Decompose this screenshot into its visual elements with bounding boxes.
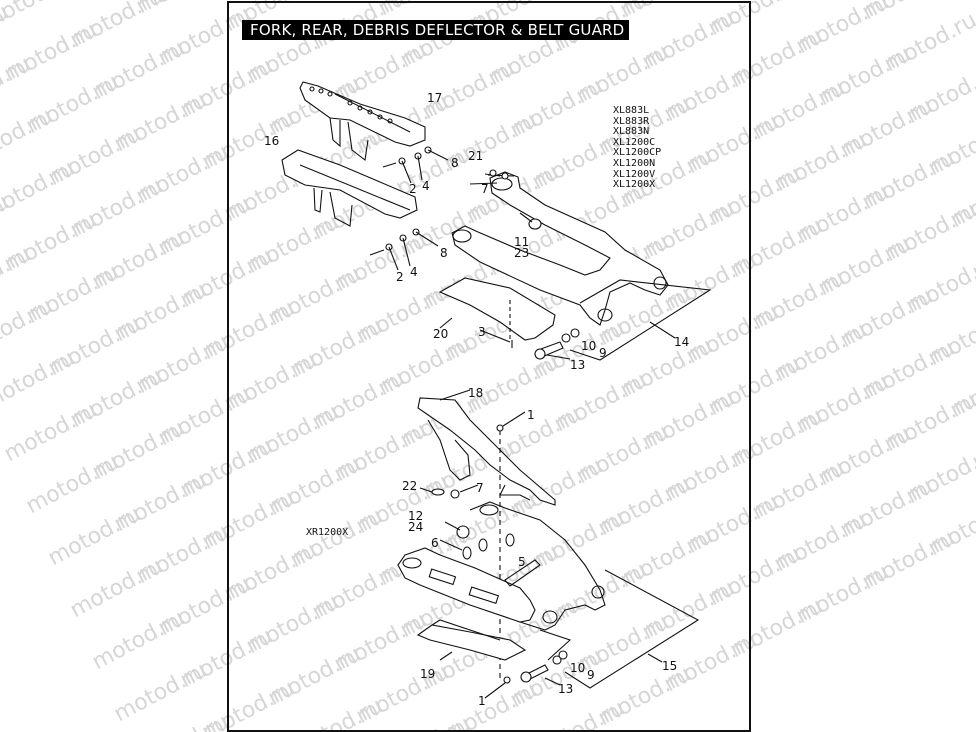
pivot-bolt-13 bbox=[534, 328, 580, 360]
callout-18: 18 bbox=[468, 386, 484, 400]
debris-deflector-20 bbox=[438, 277, 556, 348]
callout-14: 14 bbox=[674, 335, 690, 349]
callout-7: 7 bbox=[481, 182, 489, 196]
callout-20: 20 bbox=[433, 327, 449, 341]
lower-model-label: XR1200X bbox=[306, 527, 349, 538]
callout-9: 9 bbox=[587, 668, 595, 682]
callout-8: 8 bbox=[440, 246, 448, 260]
callout-21: 21 bbox=[468, 149, 484, 163]
belt-guard-16 bbox=[281, 149, 418, 227]
callout-16: 16 bbox=[264, 134, 280, 148]
upper-model-list: XL883L XL883R XL883N XL1200C XL1200CP XL… bbox=[613, 105, 662, 191]
model-item: XL1200C bbox=[613, 136, 656, 148]
callout-12: 12 bbox=[408, 509, 424, 523]
model-item: XL883L bbox=[613, 105, 650, 116]
callout-13: 13 bbox=[558, 682, 574, 696]
callout-8: 8 bbox=[451, 156, 459, 170]
callout-10: 10 bbox=[570, 661, 586, 675]
callout-23: 23 bbox=[514, 246, 530, 260]
model-item: XL1200X bbox=[613, 179, 656, 191]
model-item: XL883R bbox=[613, 115, 650, 127]
callout-4: 4 bbox=[410, 265, 418, 279]
callout-7: 7 bbox=[476, 481, 484, 495]
callout-22: 22 bbox=[402, 479, 418, 493]
callout-11: 11 bbox=[514, 235, 530, 249]
guard-fasteners-upper bbox=[369, 146, 449, 271]
callout-6: 6 bbox=[431, 536, 439, 550]
pivot-bolt-13-lower bbox=[520, 650, 568, 683]
callout-9: 9 bbox=[599, 346, 607, 360]
bracket-15 bbox=[539, 569, 700, 689]
model-item: XL1200N bbox=[613, 157, 656, 169]
model-item: XL1200V bbox=[613, 168, 656, 180]
callout-17: 17 bbox=[427, 91, 443, 105]
swingarm-15 bbox=[397, 501, 606, 631]
belt-guard-17 bbox=[299, 81, 426, 162]
model-item: XL1200CP bbox=[613, 147, 662, 159]
diagram-title: FORK, REAR, DEBRIS DEFLECTOR & BELT GUAR… bbox=[242, 20, 629, 40]
bracket-14 bbox=[569, 279, 712, 361]
callout-19: 19 bbox=[420, 667, 436, 681]
belt-guard-18 bbox=[417, 389, 556, 506]
callout-13: 13 bbox=[570, 358, 586, 372]
callout-15: 15 bbox=[662, 659, 678, 673]
callout-2: 2 bbox=[409, 182, 417, 196]
callout-10: 10 bbox=[581, 339, 597, 353]
callout-1: 1 bbox=[527, 408, 535, 422]
callout-24: 24 bbox=[408, 520, 424, 534]
diagram-frame bbox=[227, 1, 751, 732]
callout-4: 4 bbox=[422, 179, 430, 193]
callout-1: 1 bbox=[478, 694, 486, 708]
model-item: XL883N bbox=[613, 126, 650, 138]
callout-2: 2 bbox=[396, 270, 404, 284]
debris-deflector-19 bbox=[416, 619, 527, 661]
callout-5: 5 bbox=[518, 555, 526, 569]
callout-3: 3 bbox=[478, 325, 486, 339]
